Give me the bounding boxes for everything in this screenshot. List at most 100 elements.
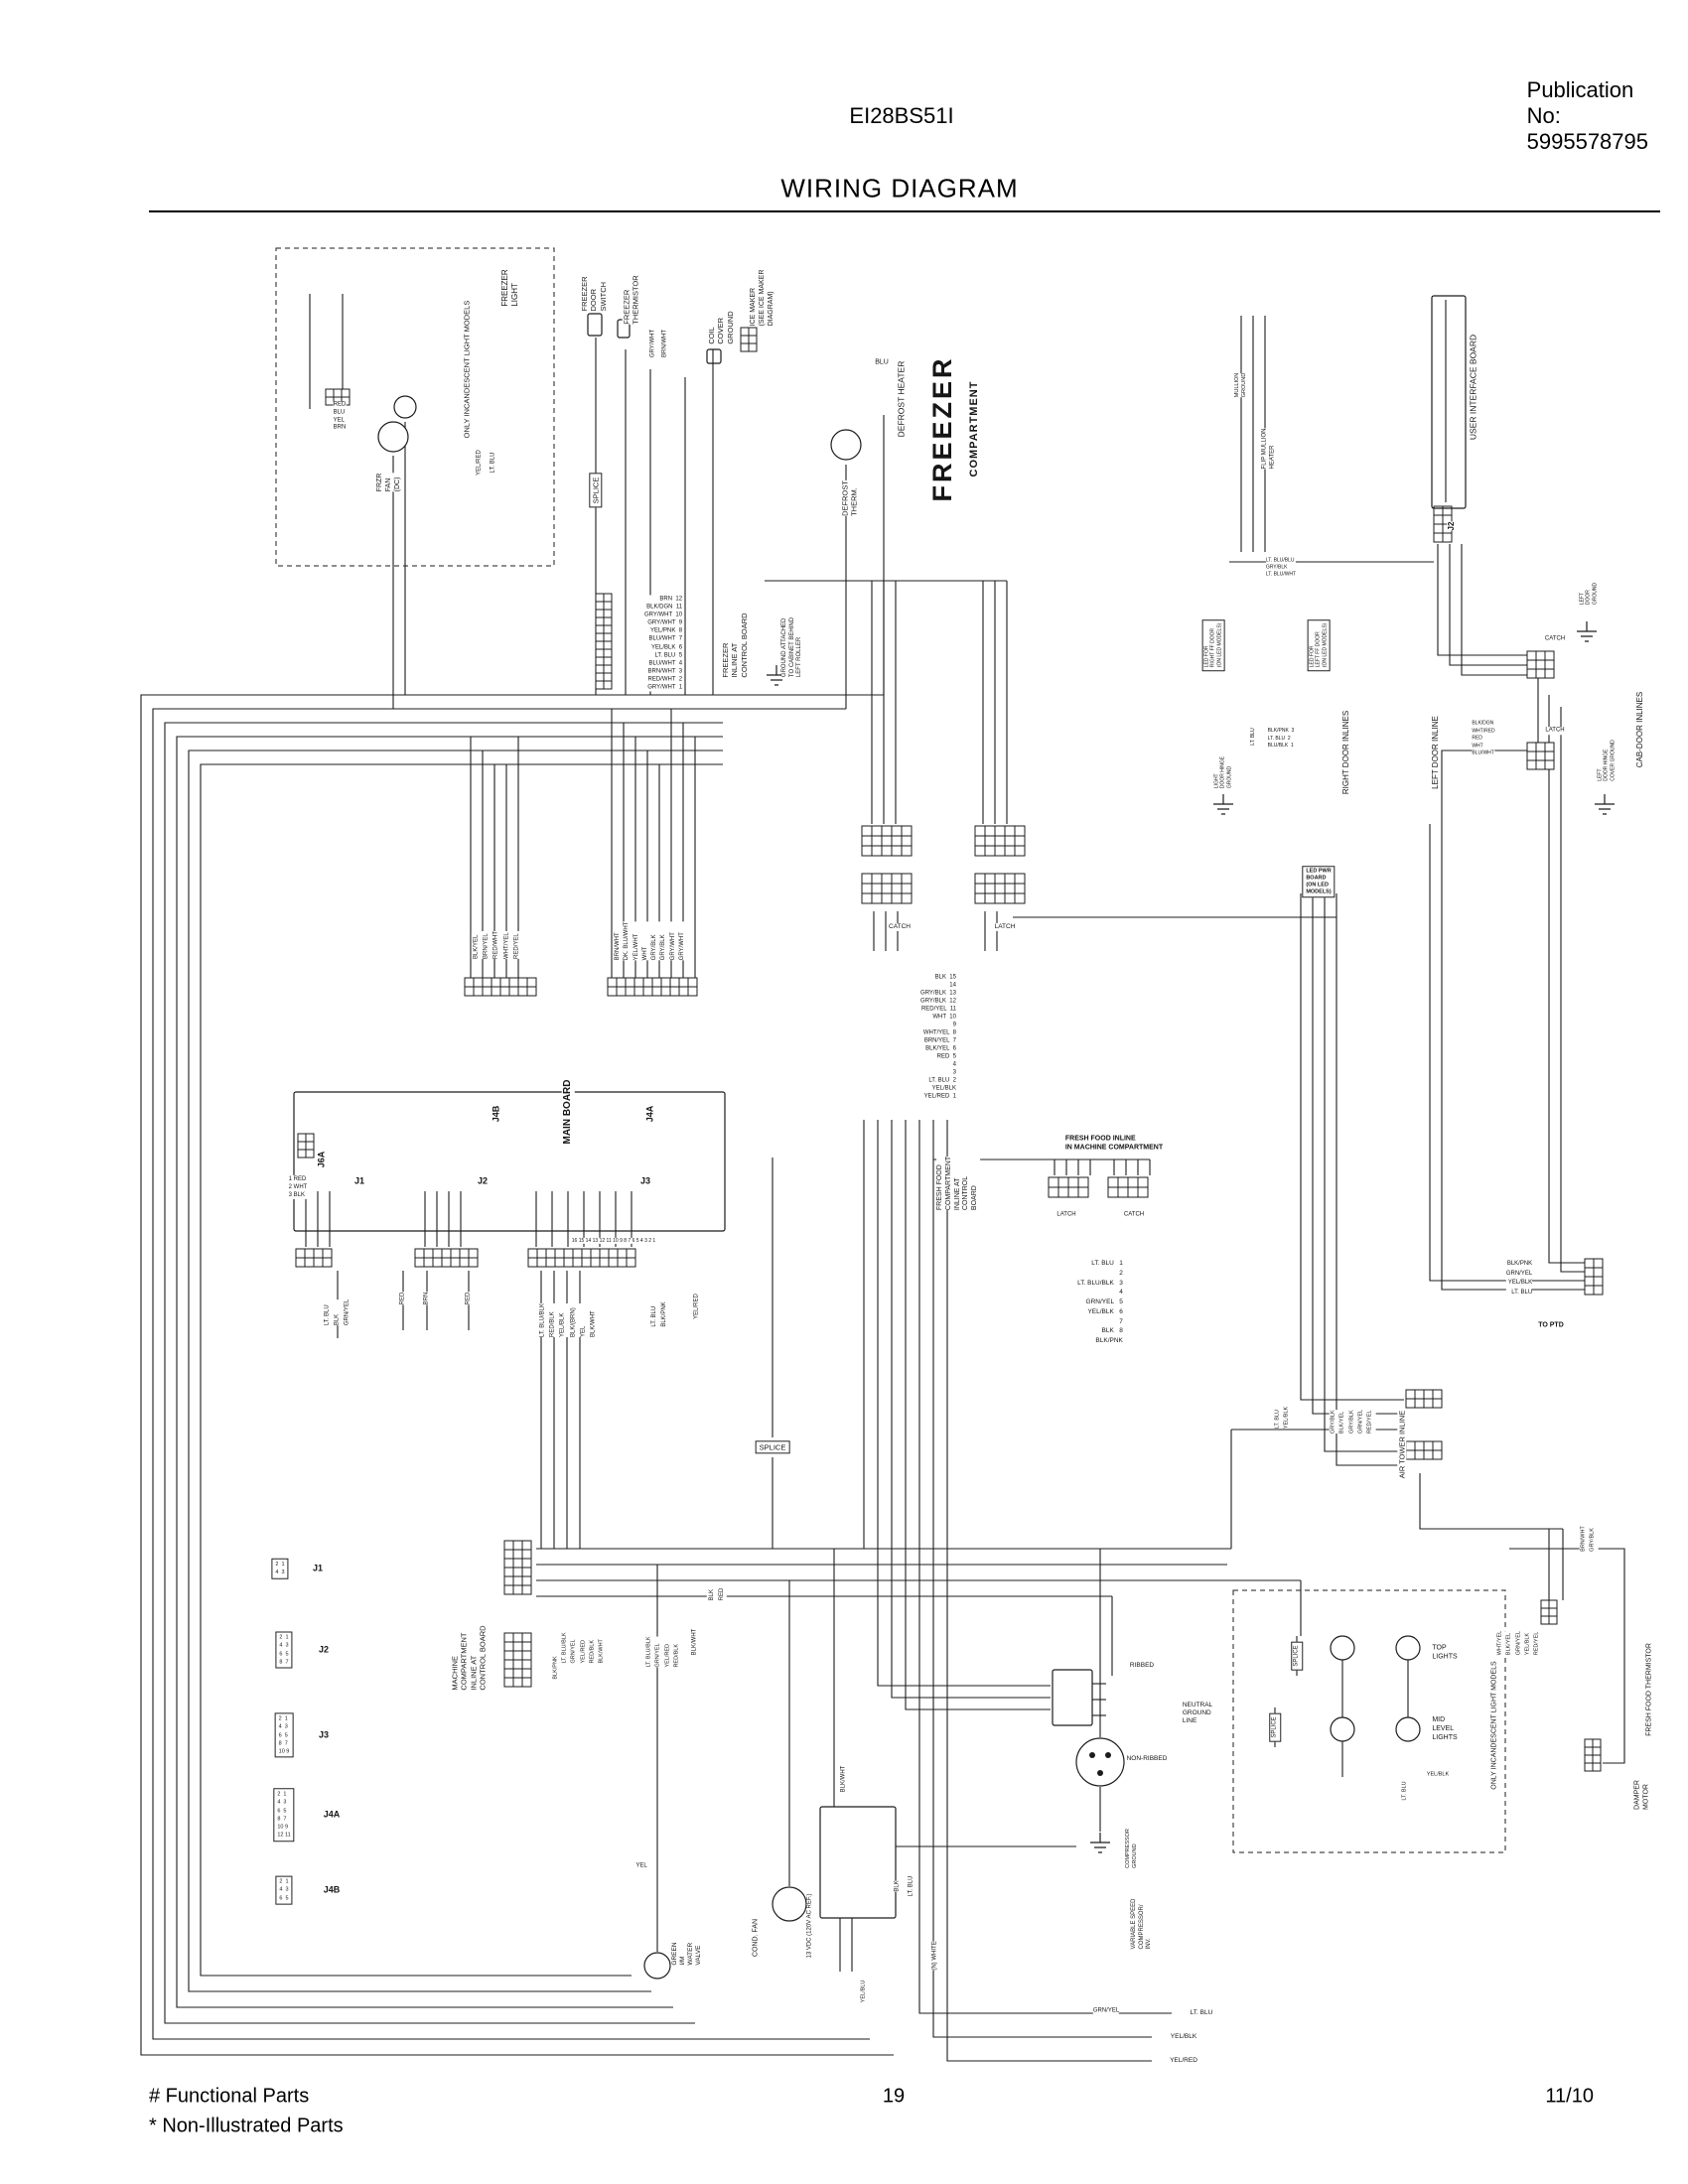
splice-label: SPLICE [1291,1641,1303,1671]
connector-pin [526,977,537,988]
connector-pin [503,1567,514,1577]
component-symbol [393,395,417,419]
connector-pin [669,986,680,997]
connector-pin [473,977,484,988]
connector-pin [521,1584,532,1595]
j3-table-label: J3 [318,1729,330,1741]
left-door-wire-list: BLK/DGN WHT/RED RED WHT BLU/WHT [1472,720,1495,757]
wire-label: GRY/WHT [649,329,657,358]
damper-motor-label: DAMPER MOTOR [1633,1780,1651,1810]
catch-label-center: CATCH [889,922,911,932]
connector-pin [1584,1267,1595,1278]
connector-pin [414,1248,425,1259]
connector-pin [1423,1449,1434,1460]
connector-pin [468,1257,479,1268]
connector-pin [861,835,873,847]
connector-pin [678,977,689,988]
connector-pin [669,977,680,988]
connector-pin [1014,883,1026,894]
connector-pin [1526,659,1537,670]
connector-pin [521,1575,532,1586]
connector-pin [678,986,689,997]
connector-pin [554,1248,565,1259]
connector-pin [503,1668,514,1679]
catch-label-right: CATCH [1544,635,1566,643]
j2-pin-table: 2 1 4 3 6 5 8 7 [275,1631,293,1669]
connector-pin [1107,1176,1119,1188]
doc-publication-number: Publication No: 5995578795 [1526,77,1648,154]
machine-inline-wire-list-2: LT. BLU/BLK GRN/YEL YEL/RED RED/BLK [644,1636,682,1668]
component-outline [819,1806,897,1919]
connector-pin [441,1248,452,1259]
dashed-group-outline [275,247,555,567]
connector-pin [1584,1762,1594,1772]
wire [140,694,894,2056]
compressor-terminal [1089,1752,1095,1758]
j4a-pin-table: 2 1 4 3 6 5 8 7 10 9 12 11 [273,1788,295,1842]
component-symbol [1075,1737,1125,1787]
connector-pin [503,1584,514,1595]
splice-label: SPLICE [589,473,603,508]
connector-pin [1004,873,1016,885]
connector-pin [881,892,893,904]
connector-pin [974,873,986,885]
connector-pin [1423,1389,1434,1400]
connector-pin [1592,1746,1602,1756]
connector-pin [1414,1398,1425,1409]
wire-label: BLU [875,358,889,368]
connector-pin [473,986,484,997]
connector-pin [595,593,605,603]
vdc-label: 13 VDC (120V AC REF.) [806,1893,814,1959]
wire-label: LT. BLU [908,1875,915,1897]
wire [152,708,870,2040]
wire [1461,544,1527,676]
connector-pin [994,835,1006,847]
led-left-door-label: LED FOR LEFT FF DOOR (ON LED MODELS) [1307,618,1331,672]
connector-pin [521,1632,532,1643]
wire-label: YEL/BLK [1426,1771,1450,1779]
connector-pin [521,1659,532,1670]
right-door-wire-list: BLK/PNK 3 LT. BLU 2 BLU/BLK 1 [1267,727,1295,751]
wire-label: BLK/WHT [840,1765,848,1793]
connector-pin [521,1558,532,1569]
connector-pin [1584,1276,1595,1287]
connector-pin [607,977,618,988]
connector-pin [901,845,913,857]
connector-pin [881,883,893,894]
connector-pin [333,388,343,398]
j4b-pin-table: 2 1 4 3 6 5 [275,1875,293,1905]
connector-pin [527,1257,538,1268]
latch-label-right: LATCH [1545,727,1565,735]
connector-pin [871,825,883,837]
connector-pin [1584,1754,1594,1764]
j2-table-label: J2 [318,1644,330,1656]
connector-pin [1548,1599,1558,1609]
connector-pin [881,873,893,885]
connector-pin [1526,751,1537,761]
connector-pin [313,1248,324,1259]
connector-pin [1592,1762,1602,1772]
ribbed-label: RIBBED [1129,1661,1155,1671]
connector-pin [625,986,635,997]
connector-pin [1004,845,1016,857]
connector-pin [1526,742,1537,752]
connector-pin [599,1257,610,1268]
ground-symbol [1595,794,1615,815]
latch-label-center: LATCH [994,922,1016,932]
j4a-label: J4A [644,1105,656,1123]
connector-pin [1117,1186,1129,1198]
connector-pin [503,1641,514,1652]
connector-pin [503,1632,514,1643]
connector-pin [527,1248,538,1259]
connector-pin [1540,1607,1550,1617]
connector-pin [1414,1440,1425,1451]
connector-pin [581,1248,592,1259]
connector-pin [1107,1186,1119,1198]
connector-pin [450,1248,461,1259]
component-outline [706,348,722,364]
connector-pin [626,1257,636,1268]
j3-pin-table: 2 1 4 3 6 5 8 7 10 9 [274,1712,294,1758]
connector-pin [861,883,873,894]
wire-label: LT. BLU [1190,2008,1213,2018]
